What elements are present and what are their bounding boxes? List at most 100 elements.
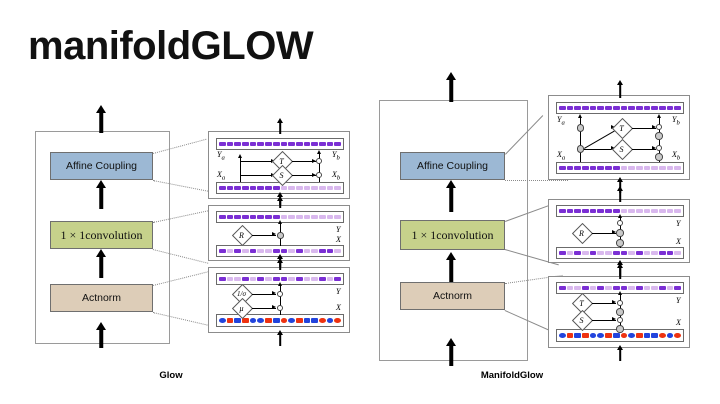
glow-conv-arrow-r-out bbox=[272, 232, 276, 236]
tensor-cell bbox=[249, 277, 257, 281]
tensor-cell bbox=[265, 215, 272, 219]
tensor-cell bbox=[303, 318, 311, 323]
tensor-cell bbox=[612, 286, 620, 290]
mglow-actnorm-arrow-s-out bbox=[612, 317, 616, 321]
tensor-cell bbox=[288, 277, 295, 281]
tensor-cell bbox=[280, 277, 288, 281]
glow-affine-node-2 bbox=[316, 172, 322, 178]
tensor-cell bbox=[311, 249, 318, 253]
tensor-cell bbox=[326, 277, 334, 281]
tensor-cell bbox=[280, 249, 288, 253]
tensor-cell bbox=[589, 166, 597, 170]
tensor-cell bbox=[226, 215, 234, 219]
glow-affine-label-yb: Yb bbox=[332, 150, 340, 162]
mglow-affine-arrow-s-out bbox=[652, 146, 656, 150]
tensor-cell bbox=[612, 166, 620, 170]
mglow-actnorm-node-1 bbox=[617, 300, 623, 306]
tensor-cell bbox=[265, 186, 272, 190]
tensor-cell bbox=[628, 286, 635, 290]
mglow-conv-panel: Y X R bbox=[548, 186, 690, 276]
glow-actnorm-arrow-mu-out bbox=[272, 305, 276, 309]
mglow-actnorm-line-s-out bbox=[592, 319, 616, 321]
tensor-cell bbox=[272, 186, 280, 190]
tensor-cell bbox=[574, 166, 582, 170]
tensor-cell bbox=[643, 251, 651, 255]
mglow-block-conv[interactable]: 1 × 1convolution bbox=[400, 220, 505, 250]
tensor-cell bbox=[559, 333, 566, 338]
mglow-block-actnorm[interactable]: Actnorm bbox=[400, 282, 505, 310]
mglow-affine-operator-s-label: S bbox=[619, 144, 624, 154]
tensor-cell bbox=[582, 106, 589, 110]
tensor-cell bbox=[589, 333, 597, 338]
tensor-cell bbox=[597, 251, 605, 255]
glow-affine-top-bar bbox=[216, 138, 344, 150]
tensor-cell bbox=[658, 251, 666, 255]
tensor-cell bbox=[257, 277, 265, 281]
tensor-cell bbox=[597, 286, 605, 290]
glow-affine-line-s-in bbox=[240, 175, 271, 176]
tensor-cell bbox=[643, 209, 651, 213]
mglow-block-affine-coupling[interactable]: Affine Coupling bbox=[400, 152, 505, 180]
mglow-actnorm-panel: Y X T S bbox=[548, 263, 690, 361]
glow-block-actnorm-label: Actnorm bbox=[81, 292, 122, 304]
tensor-cell bbox=[658, 286, 666, 290]
tensor-cell bbox=[566, 286, 574, 290]
tensor-cell bbox=[651, 166, 658, 170]
mglow-affine-left-bus bbox=[580, 118, 581, 162]
glow-affine-node-1 bbox=[316, 158, 322, 164]
tensor-cell bbox=[265, 277, 272, 281]
tensor-cell bbox=[295, 249, 303, 253]
tensor-cell bbox=[612, 251, 620, 255]
glow-conv-node-1 bbox=[277, 232, 284, 239]
glow-conv-panel: Y X R bbox=[208, 192, 350, 274]
mglow-affine-line-s-in bbox=[584, 148, 611, 150]
glow-conv-line-r-out bbox=[252, 234, 276, 236]
tensor-cell bbox=[628, 166, 635, 170]
tensor-cell bbox=[620, 166, 628, 170]
tensor-cell bbox=[628, 251, 635, 255]
tensor-cell bbox=[311, 186, 318, 190]
tensor-cell bbox=[635, 166, 643, 170]
tensor-cell bbox=[226, 186, 234, 190]
tensor-cell bbox=[597, 333, 605, 338]
tensor-cell bbox=[620, 106, 628, 110]
mglow-affine-label-xb: Xb bbox=[672, 150, 681, 162]
tensor-cell bbox=[242, 142, 249, 146]
tensor-cell bbox=[658, 106, 666, 110]
tensor-cell bbox=[628, 209, 635, 213]
mglow-actnorm-label-x: X bbox=[676, 318, 681, 327]
tensor-cell bbox=[658, 209, 666, 213]
tensor-cell bbox=[643, 286, 651, 290]
tensor-cell bbox=[234, 142, 242, 146]
tensor-cell bbox=[574, 209, 582, 213]
tensor-cell bbox=[226, 277, 234, 281]
tensor-cell bbox=[597, 209, 605, 213]
glow-affine-line-s-out bbox=[292, 175, 316, 176]
glow-block-actnorm[interactable]: Actnorm bbox=[50, 284, 153, 312]
tensor-cell bbox=[574, 251, 582, 255]
tensor-cell bbox=[280, 142, 288, 146]
mglow-block-conv-label: 1 × 1convolution bbox=[411, 227, 494, 242]
glow-block-affine-coupling[interactable]: Affine Coupling bbox=[50, 152, 153, 180]
glow-block-conv[interactable]: 1 × 1convolution bbox=[50, 221, 153, 249]
tensor-cell bbox=[303, 215, 311, 219]
tensor-cell bbox=[651, 251, 658, 255]
tensor-cell bbox=[334, 318, 341, 323]
tensor-cell bbox=[288, 186, 295, 190]
tensor-cell bbox=[574, 286, 582, 290]
tensor-cell bbox=[559, 166, 566, 170]
mglow-affine-node-right-1 bbox=[656, 124, 662, 130]
tensor-cell bbox=[219, 186, 226, 190]
tensor-cell bbox=[303, 277, 311, 281]
tensor-cell bbox=[559, 106, 566, 110]
tensor-cell bbox=[326, 318, 334, 323]
mglow-actnorm-arrow-t-out bbox=[612, 300, 616, 304]
tensor-cell bbox=[219, 318, 226, 323]
glow-affine-arrow-t-out bbox=[312, 158, 316, 163]
glow-actnorm-operator-sigma-label: 1/σ bbox=[237, 290, 246, 298]
mglow-actnorm-bottom-bar bbox=[556, 329, 684, 342]
tensor-cell bbox=[318, 142, 326, 146]
tensor-cell bbox=[666, 286, 674, 290]
tensor-cell bbox=[674, 251, 681, 255]
tensor-cell bbox=[635, 106, 643, 110]
